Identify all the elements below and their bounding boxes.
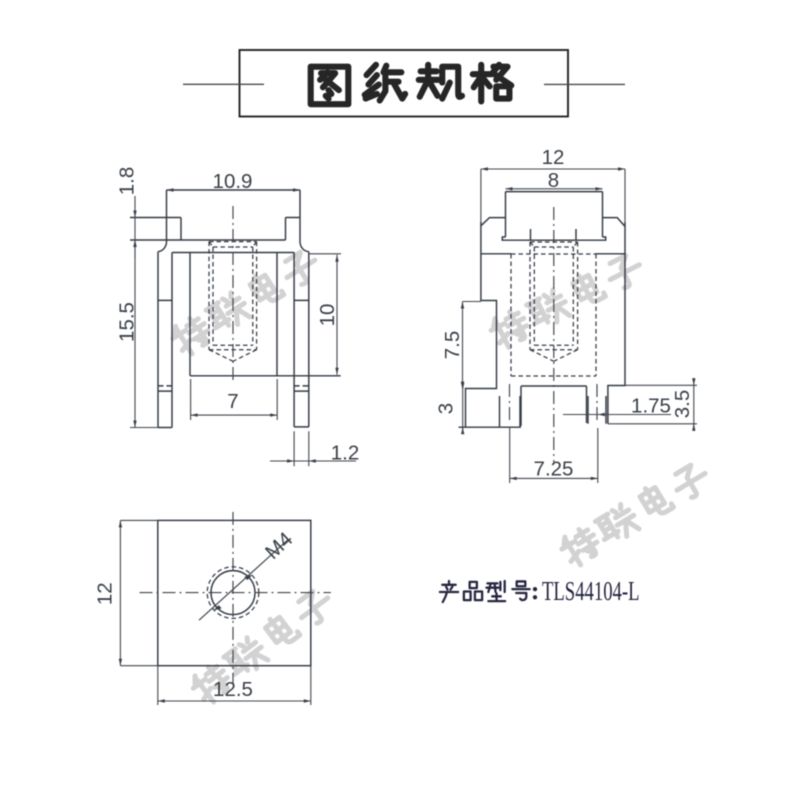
svg-text:15.5: 15.5	[116, 302, 139, 342]
svg-text:10: 10	[316, 304, 339, 327]
svg-text:3.5: 3.5	[671, 390, 694, 419]
svg-text:12: 12	[94, 582, 117, 605]
svg-text:7.5: 7.5	[441, 331, 464, 360]
svg-text:TLS44104-L: TLS44104-L	[542, 576, 640, 606]
svg-text:1.2: 1.2	[331, 442, 360, 465]
svg-text:12.5: 12.5	[213, 678, 253, 701]
svg-text:3: 3	[435, 403, 458, 414]
svg-text:10.9: 10.9	[213, 170, 253, 193]
svg-text:12: 12	[542, 146, 565, 169]
svg-text:7: 7	[227, 390, 238, 413]
svg-text:8: 8	[548, 169, 559, 192]
svg-text:1.75: 1.75	[631, 395, 671, 418]
svg-text:7.25: 7.25	[534, 458, 574, 481]
svg-text:1.8: 1.8	[116, 167, 139, 196]
